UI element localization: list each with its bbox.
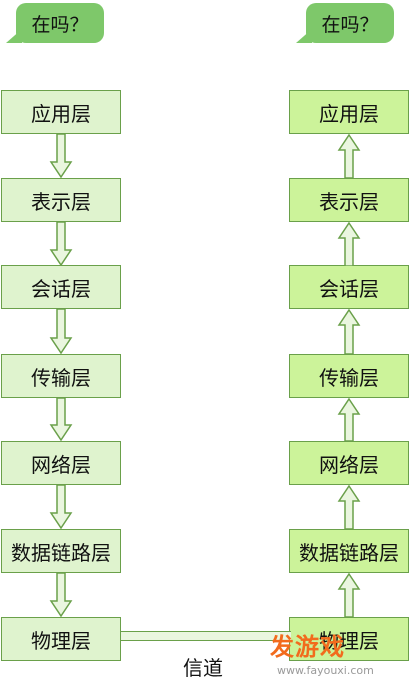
up-arrow-icon bbox=[337, 573, 361, 617]
receiver-session-layer: 会话层 bbox=[289, 265, 409, 309]
sender-transport-layer: 传输层 bbox=[1, 354, 121, 398]
sender-data-link-layer: 数据链路层 bbox=[1, 529, 121, 573]
down-arrow-icon bbox=[49, 573, 73, 617]
sender-session-layer: 会话层 bbox=[1, 265, 121, 309]
left-bubble-text: 在吗？ bbox=[31, 13, 89, 36]
right-speech-bubble: 在吗？ bbox=[296, 3, 394, 43]
down-arrow-icon bbox=[49, 134, 73, 178]
down-arrow-icon bbox=[49, 222, 73, 266]
channel-label: 信道 bbox=[183, 656, 223, 680]
sender-presentation-layer: 表示层 bbox=[1, 178, 121, 222]
up-arrow-icon bbox=[337, 398, 361, 441]
receiver-application-layer: 应用层 bbox=[289, 90, 409, 134]
watermark-url: www.fayouxi.com bbox=[277, 664, 374, 677]
physical-channel-link bbox=[121, 631, 291, 641]
left-speech-bubble: 在吗？ bbox=[6, 3, 104, 43]
receiver-transport-layer: 传输层 bbox=[289, 354, 409, 398]
down-arrow-icon bbox=[49, 485, 73, 529]
up-arrow-icon bbox=[337, 485, 361, 529]
receiver-presentation-layer: 表示层 bbox=[289, 178, 409, 222]
receiver-network-layer: 网络层 bbox=[289, 441, 409, 485]
sender-network-layer: 网络层 bbox=[1, 441, 121, 485]
receiver-data-link-layer: 数据链路层 bbox=[289, 529, 409, 573]
sender-application-layer: 应用层 bbox=[1, 90, 121, 134]
watermark-logo: 发游戏 bbox=[270, 633, 345, 661]
down-arrow-icon bbox=[49, 398, 73, 441]
down-arrow-icon bbox=[49, 309, 73, 354]
sender-physical-layer: 物理层 bbox=[1, 617, 121, 661]
up-arrow-icon bbox=[337, 222, 361, 266]
right-bubble-text: 在吗？ bbox=[321, 13, 379, 36]
receiver-physical-layer: 物理层 bbox=[289, 617, 409, 661]
up-arrow-icon bbox=[337, 309, 361, 354]
up-arrow-icon bbox=[337, 134, 361, 178]
